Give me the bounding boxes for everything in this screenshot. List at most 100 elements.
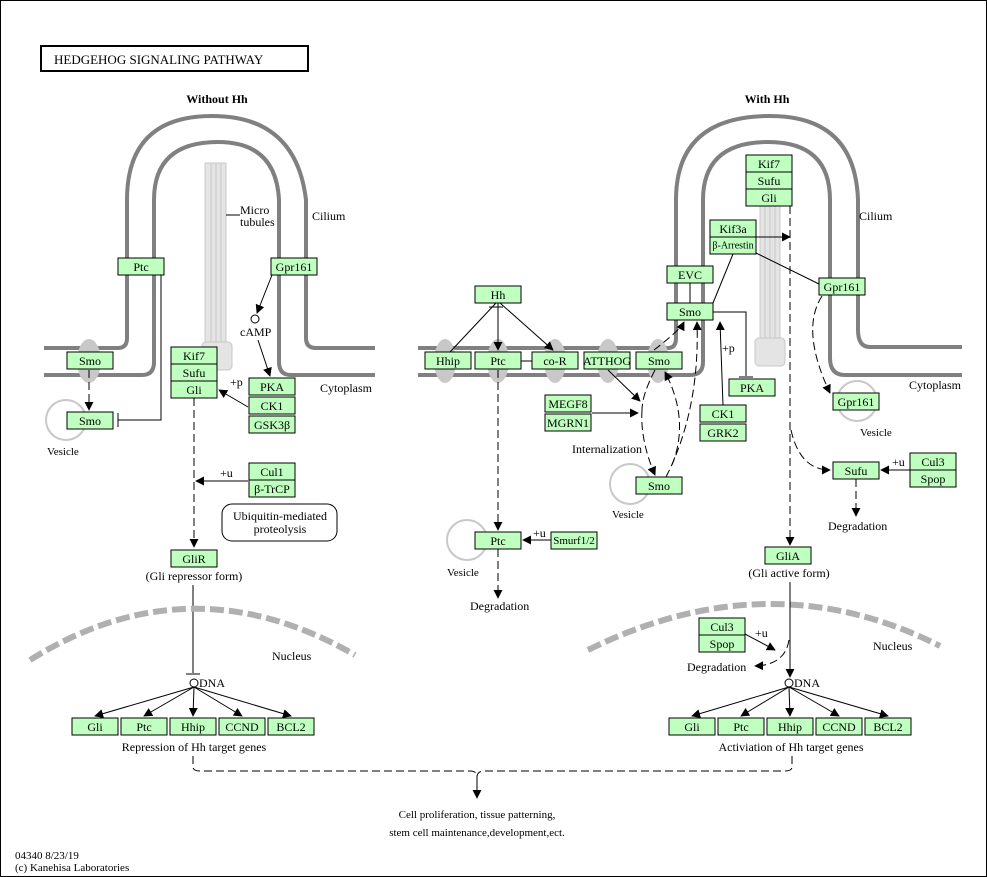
gene-evc[interactable]: EVC — [666, 265, 714, 284]
pathway-title: HEDGEHOG SIGNALING PATHWAY — [54, 52, 264, 67]
dna-node-left — [189, 678, 199, 688]
gene-ptc-vesicle[interactable]: Ptc — [474, 531, 522, 550]
complex-kif7-sufu-gli-left[interactable]: Kif7 Sufu Gli — [170, 346, 218, 399]
gene-smo-vesicle-left[interactable]: Smo — [66, 411, 114, 430]
svg-text:Smo: Smo — [648, 354, 670, 368]
microtubules-left — [201, 162, 233, 371]
edge-dna-to-gli — [691, 686, 790, 718]
gene-glir[interactable]: GliR — [170, 549, 218, 568]
edge-dna-to-bcl2 — [788, 686, 889, 719]
ubiquitin-proteolysis-link[interactable] — [221, 503, 338, 542]
svg-text:+u: +u — [755, 626, 768, 640]
label-vesicle-left: Vesicle — [47, 446, 79, 458]
target-gene-right-ptc[interactable]: Ptc — [717, 717, 765, 736]
complex-kif7-sufu-gli-right[interactable]: Kif7 Sufu Gli — [745, 154, 793, 207]
edge-dna-to-hhip — [188, 686, 198, 717]
gene-pka-right[interactable]: PKA — [728, 378, 776, 397]
gene-hh[interactable]: Hh — [474, 285, 522, 304]
label-degradation-ptc: Degradation — [470, 599, 529, 613]
svg-text:Smo: Smo — [648, 479, 670, 493]
edge-dna-to-bcl2 — [193, 686, 292, 718]
label-microtubules-1: Micro — [240, 203, 269, 217]
gene-ptc-membrane[interactable]: Ptc — [474, 351, 522, 370]
svg-text:ATTHOG: ATTHOG — [583, 354, 631, 368]
svg-text:+u: +u — [533, 526, 546, 540]
gene-smo-vesicle-right[interactable]: Smo — [635, 476, 683, 495]
svg-text:MGRN1: MGRN1 — [547, 416, 589, 430]
edge-dna-to-gli — [94, 686, 195, 719]
svg-text:Gli: Gli — [761, 191, 777, 205]
cilium-membrane-outer-right — [418, 113, 962, 350]
edge-dna-to-ccnd — [193, 686, 243, 717]
label-internalization: Internalization — [572, 442, 642, 456]
target-gene-left-ccnd[interactable]: CCND — [218, 717, 266, 736]
label-degradation-nucleus: Degradation — [687, 660, 746, 674]
label-plus-p-left: +p — [230, 375, 243, 389]
label-degradation-sufu: Degradation — [828, 519, 887, 533]
svg-text:Cul3: Cul3 — [710, 620, 733, 634]
svg-text:Smo: Smo — [79, 414, 101, 428]
edge-dna-to-hhip — [785, 686, 795, 717]
target-gene-left-bcl2[interactable]: BCL2 — [267, 717, 315, 736]
label-repression: Repression of Hh target genes — [122, 740, 267, 754]
complex-pka-ck1-gsk3b-left[interactable]: PKA CK1 GSK3β — [248, 377, 296, 434]
gene-gpr161-left[interactable]: Gpr161 — [270, 257, 318, 276]
heading-without-hh: Without Hh — [186, 92, 248, 106]
gene-ptc-left[interactable]: Ptc — [117, 257, 165, 276]
gene-smo-membrane-left[interactable]: Smo — [66, 351, 114, 370]
complex-kif3a-barrestin[interactable]: Kif3a β-Arrestin — [709, 219, 757, 255]
gene-atthog[interactable]: ATTHOG — [583, 351, 631, 370]
complex-cul3-spop[interactable]: Cul3 Spop — [909, 452, 957, 488]
svg-text:Ptc: Ptc — [136, 720, 151, 734]
svg-text:Gli: Gli — [684, 720, 700, 734]
label-microtubules-2: tubules — [240, 215, 275, 229]
svg-text:Ptc: Ptc — [490, 354, 505, 368]
gene-glia[interactable]: GliA — [764, 546, 812, 565]
svg-text:+u: +u — [892, 455, 905, 469]
gene-smo-cilium[interactable]: Smo — [666, 302, 714, 321]
svg-text:CK1: CK1 — [712, 407, 735, 421]
complex-cul1-btrcp-left[interactable]: Cul1 β-TrCP — [248, 462, 296, 498]
svg-text:CCND: CCND — [822, 720, 856, 734]
svg-text:Hh: Hh — [491, 288, 506, 302]
svg-text:GRK2: GRK2 — [707, 426, 738, 440]
cilium-membrane-inner-right — [418, 139, 962, 377]
edge-dna-to-ccnd — [788, 686, 840, 717]
svg-text:Kif3a: Kif3a — [719, 222, 747, 236]
gene-gpr161-cilium[interactable]: Gpr161 — [818, 277, 866, 296]
svg-text:CCND: CCND — [225, 720, 259, 734]
target-gene-right-bcl2[interactable]: BCL2 — [864, 717, 912, 736]
gene-hhip-membrane[interactable]: Hhip — [424, 351, 472, 370]
nucleus-membrane-left — [28, 605, 357, 663]
label-activation: Activiation of Hh target genes — [718, 740, 863, 754]
target-gene-right-hhip[interactable]: Hhip — [766, 717, 814, 736]
target-gene-left-ptc[interactable]: Ptc — [120, 717, 168, 736]
svg-text:Gli: Gli — [186, 383, 202, 397]
camp-node — [250, 314, 260, 324]
label-vesicle-ptc: Vesicle — [447, 567, 479, 579]
complex-megf8-mgrn1[interactable]: MEGF8 MGRN1 — [544, 394, 592, 432]
gene-smurf[interactable]: Smurf1/2 — [550, 531, 598, 550]
svg-text:BCL2: BCL2 — [873, 720, 902, 734]
svg-text:Gpr161: Gpr161 — [838, 395, 875, 409]
svg-text:GliA: GliA — [776, 549, 800, 563]
svg-text:Smurf1/2: Smurf1/2 — [553, 535, 595, 547]
gene-sufu-free[interactable]: Sufu — [832, 461, 880, 480]
label-cilium-right: Cilium — [859, 209, 893, 223]
gene-gpr161-vesicle[interactable]: Gpr161 — [832, 392, 880, 411]
heading-with-hh: With Hh — [745, 92, 790, 106]
svg-text:Ptc: Ptc — [133, 260, 148, 274]
label-cilium-left: Cilium — [312, 209, 346, 223]
target-gene-right-gli[interactable]: Gli — [668, 717, 716, 736]
complex-cul3-spop-nucleus[interactable]: Cul3 Spop — [698, 617, 746, 653]
cilium-membrane-inner-left — [44, 139, 375, 377]
target-gene-left-hhip[interactable]: Hhip — [169, 717, 217, 736]
target-gene-right-ccnd[interactable]: CCND — [815, 717, 863, 736]
complex-ck1-grk2[interactable]: CK1 GRK2 — [699, 404, 747, 442]
target-gene-left-gli[interactable]: Gli — [71, 717, 119, 736]
label-nucleus-left: Nucleus — [272, 649, 312, 663]
gene-smo-membrane-right[interactable]: Smo — [635, 351, 683, 370]
svg-text:Hhip: Hhip — [181, 720, 205, 734]
gene-cor[interactable]: co-R — [531, 351, 579, 370]
